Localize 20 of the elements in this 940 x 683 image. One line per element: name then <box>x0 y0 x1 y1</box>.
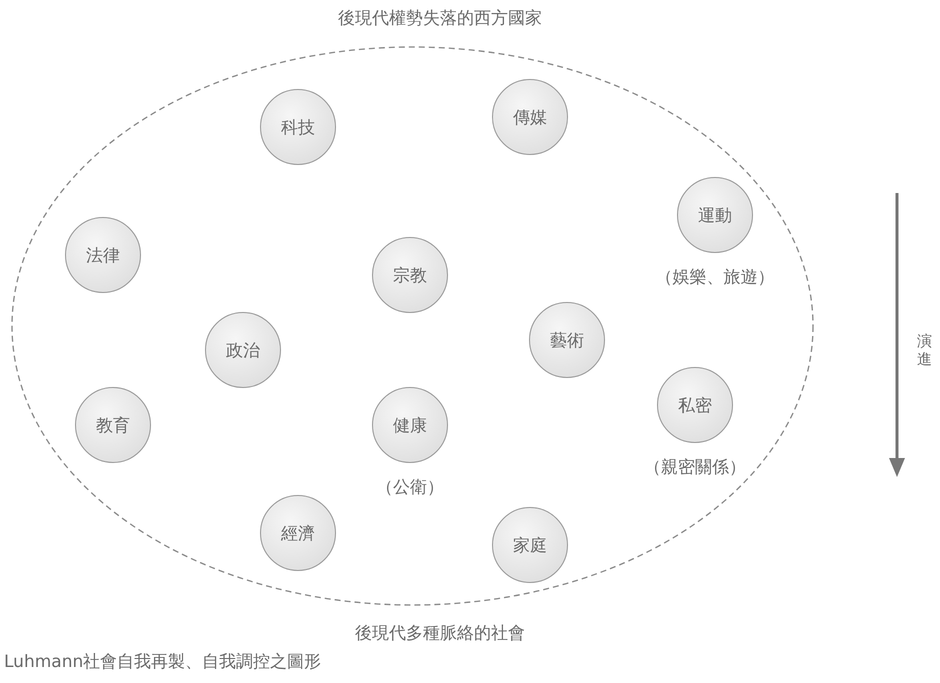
circle-node: 私密 <box>657 367 733 443</box>
circle-node: 經濟 <box>260 495 336 571</box>
note-text: （親密關係） <box>644 456 746 478</box>
caption-text: Luhmann社會自我再製、自我調控之圖形 <box>4 651 322 673</box>
circle-node: 傳媒 <box>492 79 568 155</box>
circle-node: 法律 <box>65 217 141 293</box>
label-text: 後現代權勢失落的西方國家 <box>338 8 542 30</box>
circle-node: 家庭 <box>492 507 568 583</box>
circle-node: 教育 <box>75 387 151 463</box>
direction-label: 演進 <box>917 332 933 368</box>
note-text: （娛樂、旅遊） <box>656 266 774 288</box>
dashed-ellipse <box>10 45 815 607</box>
circle-node: 藝術 <box>529 302 605 378</box>
circle-node: 宗教 <box>372 237 448 313</box>
note-text: （公衛） <box>376 476 444 498</box>
circle-node: 科技 <box>260 89 336 165</box>
label-text: 後現代多種脈絡的社會 <box>355 622 525 644</box>
circle-node: 運動 <box>677 177 753 253</box>
circle-node: 健康 <box>372 387 448 463</box>
circle-node: 政治 <box>205 312 281 388</box>
